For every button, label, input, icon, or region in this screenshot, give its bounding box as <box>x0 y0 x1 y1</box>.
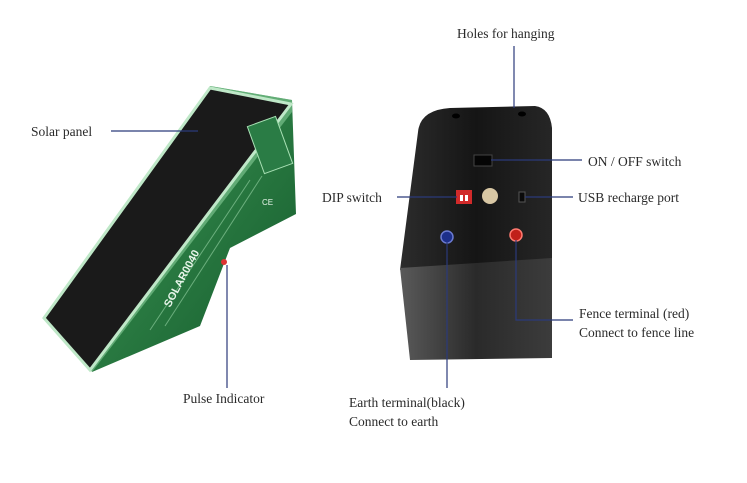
label-solar-panel: Solar panel <box>31 124 93 139</box>
casing-detail <box>149 179 251 331</box>
label-fence-terminal: Fence terminal (red) <box>579 306 690 321</box>
round-button-icon <box>482 188 498 204</box>
label-usb-recharge-port: USB recharge port <box>578 190 679 205</box>
casing-detail <box>164 175 263 327</box>
fence-terminal-icon <box>509 228 523 242</box>
hanging-hole-icon <box>452 113 460 119</box>
leader-lines <box>111 46 582 388</box>
label-sticker <box>246 115 294 175</box>
device-top <box>400 106 552 270</box>
usb-port-icon <box>518 191 526 203</box>
dip-switch-lever <box>465 195 468 201</box>
on-off-switch-icon <box>473 154 493 167</box>
ce-mark: CE <box>262 198 273 207</box>
dip-switch-icon <box>456 190 472 204</box>
label-on-off-switch: ON / OFF switch <box>588 154 682 169</box>
label-fence-terminal-sub: Connect to fence line <box>579 325 695 340</box>
leader-fence-terminal <box>515 240 573 321</box>
right-device <box>400 106 552 360</box>
dip-switch-lever <box>460 195 463 201</box>
pulse-led <box>221 259 227 265</box>
device-base <box>400 258 552 360</box>
solar-panel <box>42 86 294 373</box>
earth-terminal-icon <box>440 230 454 244</box>
label-earth-terminal: Earth terminal(black) <box>349 395 465 410</box>
label-holes-for-hanging: Holes for hanging <box>457 26 555 41</box>
label-pulse-indicator: Pulse Indicator <box>183 391 265 406</box>
label-dip-switch: DIP switch <box>322 190 382 205</box>
left-device: SOLAR0040 CE <box>42 86 296 373</box>
label-earth-terminal-sub: Connect to earth <box>349 414 439 429</box>
hanging-hole-icon <box>518 111 526 117</box>
